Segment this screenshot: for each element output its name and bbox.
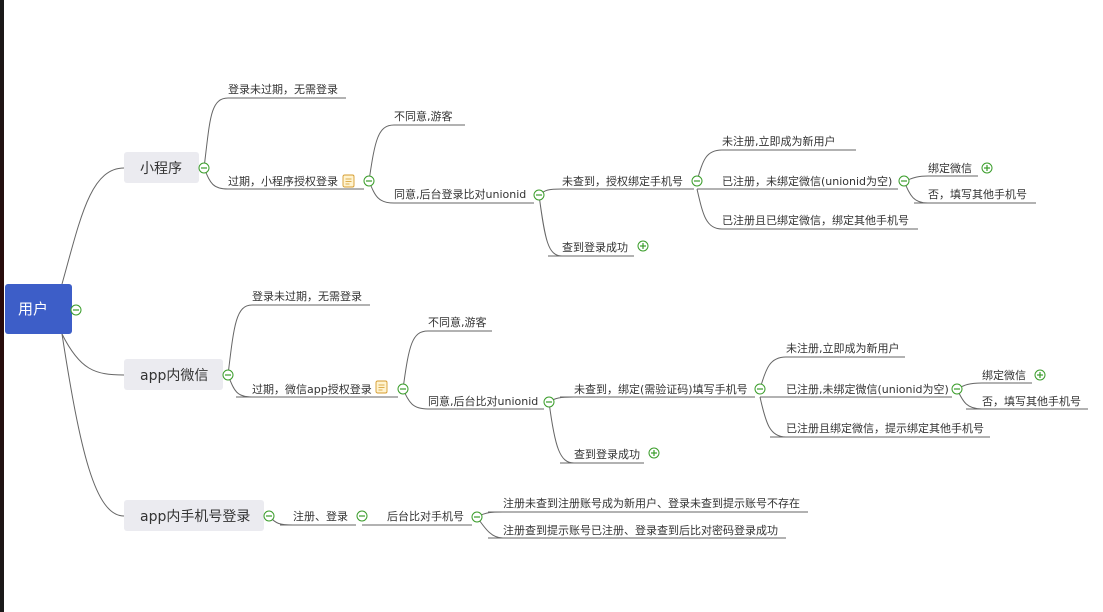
- minus-circle-icon[interactable]: [70, 304, 82, 316]
- node-appwx-registered-no-wechat[interactable]: 已注册,未绑定微信(unionid为空): [786, 382, 949, 396]
- topic-box-miniprogram[interactable]: [124, 152, 199, 183]
- connector-appwx-notexpired: [227, 304, 253, 376]
- minus-circle-icon[interactable]: [951, 383, 963, 395]
- minus-circle-icon[interactable]: [691, 175, 703, 187]
- connector-root-appphone: [61, 333, 125, 517]
- plus-circle-icon[interactable]: [648, 447, 660, 459]
- connector-appwx-found: [548, 401, 575, 464]
- minus-circle-icon[interactable]: [222, 369, 234, 381]
- minus-circle-icon[interactable]: [543, 396, 555, 408]
- node-appphone-result-2[interactable]: 注册查到提示账号已注册、登录查到后比对密码登录成功: [503, 523, 778, 537]
- topic-box-app-phone[interactable]: [124, 500, 264, 531]
- node-mini-expired[interactable]: 过期，小程序授权登录: [228, 174, 338, 188]
- node-mini-unregistered[interactable]: 未注册,立即成为新用户: [722, 134, 836, 148]
- minus-circle-icon[interactable]: [397, 383, 409, 395]
- connector-mini-found: [538, 194, 563, 257]
- minus-circle-icon[interactable]: [754, 383, 766, 395]
- node-mini-not-found[interactable]: 未查到，授权绑定手机号: [562, 174, 683, 188]
- node-mini-agree[interactable]: 同意,后台登录比对unionid: [394, 187, 526, 201]
- note-icon[interactable]: [375, 380, 388, 394]
- node-mini-bind-wechat[interactable]: 绑定微信: [928, 161, 972, 175]
- window-edge-strip: [0, 0, 4, 612]
- node-appwx-agree[interactable]: 同意,后台比对unionid: [428, 394, 538, 408]
- plus-circle-icon[interactable]: [637, 240, 649, 252]
- connectors: [61, 97, 983, 539]
- minus-circle-icon[interactable]: [356, 510, 368, 522]
- connector-root-mini: [61, 167, 125, 285]
- root-topic-label: 用户: [18, 300, 48, 318]
- connector-appwx-disagree: [402, 330, 429, 390]
- subtree-miniprogram: 登录未过期，无需登录 过期，小程序授权登录 不同意,游客 同意,后台登录比对un…: [228, 82, 1036, 257]
- subtree-app-phone: 注册、登录 后台比对手机号 注册未查到注册账号成为新用户、登录未查到提示账号不存…: [280, 496, 808, 539]
- connector-mini-notexpired: [203, 97, 229, 169]
- connector-mini-regbound: [696, 188, 723, 230]
- expand-toggles: [637, 162, 1046, 459]
- node-mini-registered-no-wechat[interactable]: 已注册，未绑定微信(unionid为空): [722, 174, 892, 188]
- node-appphone-register-login[interactable]: 注册、登录: [293, 509, 348, 523]
- node-appphone-result-1[interactable]: 注册未查到注册账号成为新用户、登录未查到提示账号不存在: [503, 496, 800, 510]
- minus-circle-icon[interactable]: [198, 162, 210, 174]
- node-appwx-expired[interactable]: 过期，微信app授权登录: [252, 382, 372, 396]
- connector-appwx-unreg: [759, 356, 787, 390]
- root-topic-box[interactable]: [5, 284, 72, 334]
- connector-root-appwx: [61, 333, 125, 376]
- node-appwx-not-expired[interactable]: 登录未过期，无需登录: [252, 289, 362, 303]
- plus-circle-icon[interactable]: [1034, 369, 1046, 381]
- node-mini-registered-bound[interactable]: 已注册且已绑定微信，绑定其他手机号: [722, 213, 909, 227]
- node-mini-other-phone[interactable]: 否，填写其他手机号: [928, 187, 1027, 201]
- minus-circle-icon[interactable]: [471, 511, 483, 523]
- topic-box-app-wechat[interactable]: [124, 359, 223, 390]
- topic-label-app-wechat: app内微信: [140, 368, 208, 384]
- minus-circle-icon[interactable]: [533, 189, 545, 201]
- node-appwx-other-phone[interactable]: 否，填写其他手机号: [982, 394, 1081, 408]
- connector-appwx-regbound: [759, 396, 787, 438]
- minus-circle-icon[interactable]: [898, 175, 910, 187]
- collapse-toggles: [70, 162, 963, 523]
- topic-label-app-phone: app内手机号登录: [140, 509, 250, 525]
- minus-circle-icon[interactable]: [363, 175, 375, 187]
- node-appphone-compare-phone[interactable]: 后台比对手机号: [387, 509, 464, 523]
- node-mini-not-expired[interactable]: 登录未过期，无需登录: [228, 82, 338, 96]
- node-mini-found[interactable]: 查到登录成功: [562, 240, 628, 254]
- node-appwx-found[interactable]: 查到登录成功: [574, 447, 640, 461]
- connector-mini-unreg: [696, 149, 723, 182]
- node-appwx-unregistered[interactable]: 未注册,立即成为新用户: [786, 341, 900, 355]
- connector-mini-disagree: [368, 124, 395, 182]
- node-appwx-registered-bound[interactable]: 已注册且绑定微信，提示绑定其他手机号: [786, 421, 984, 435]
- subtree-app-wechat: 登录未过期，无需登录 过期，微信app授权登录 不同意,游客 同意,后台比对un…: [236, 289, 1088, 464]
- node-appwx-not-found[interactable]: 未查到，绑定(需验证码)填写手机号: [574, 382, 748, 396]
- note-icon[interactable]: [342, 174, 355, 188]
- node-mini-disagree[interactable]: 不同意,游客: [394, 109, 453, 123]
- plus-circle-icon[interactable]: [981, 162, 993, 174]
- node-appwx-disagree[interactable]: 不同意,游客: [428, 315, 487, 329]
- node-appwx-bind-wechat[interactable]: 绑定微信: [982, 368, 1026, 382]
- topic-label-miniprogram: 小程序: [140, 161, 182, 177]
- minus-circle-icon[interactable]: [263, 510, 275, 522]
